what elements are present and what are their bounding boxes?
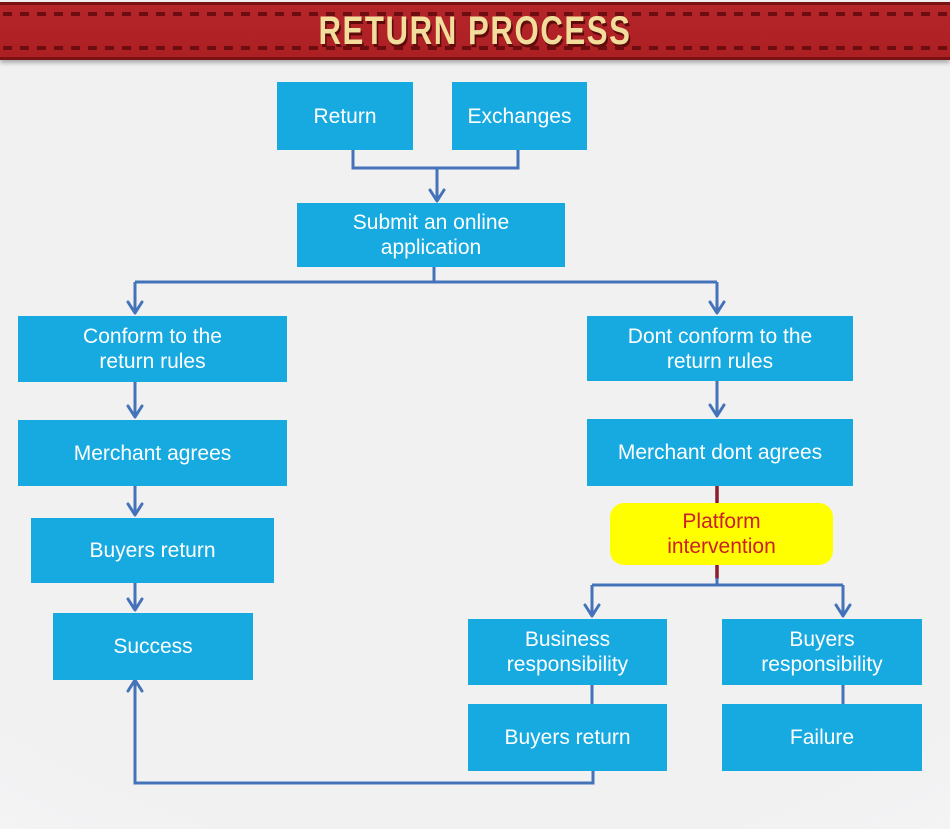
node-submit-application: Submit an online application [297,203,565,267]
node-exchanges: Exchanges [452,82,587,150]
stitch-line-bottom [3,46,947,50]
page-title: RETURN PROCESS [318,8,632,53]
title-banner: RETURN PROCESS [0,2,950,60]
node-buyers-return-bottom: Buyers return [468,704,667,771]
connector-merge-top [351,150,520,170]
node-merchant-dont-agrees: Merchant dont agrees [587,419,853,486]
node-return: Return [277,82,413,150]
node-buyers-return-left: Buyers return [31,518,274,583]
node-business-responsibility: Business responsibility [468,619,667,685]
node-platform-intervention: Platform intervention [610,503,833,565]
node-failure: Failure [722,704,922,771]
node-success: Success [53,613,253,680]
node-buyers-responsibility: Buyers responsibility [722,619,922,685]
stitch-line-top [3,12,947,16]
node-merchant-agrees: Merchant agrees [18,420,287,486]
node-dont-conform-rules: Dont conform to the return rules [587,316,853,381]
node-conform-rules: Conform to the return rules [18,316,287,382]
